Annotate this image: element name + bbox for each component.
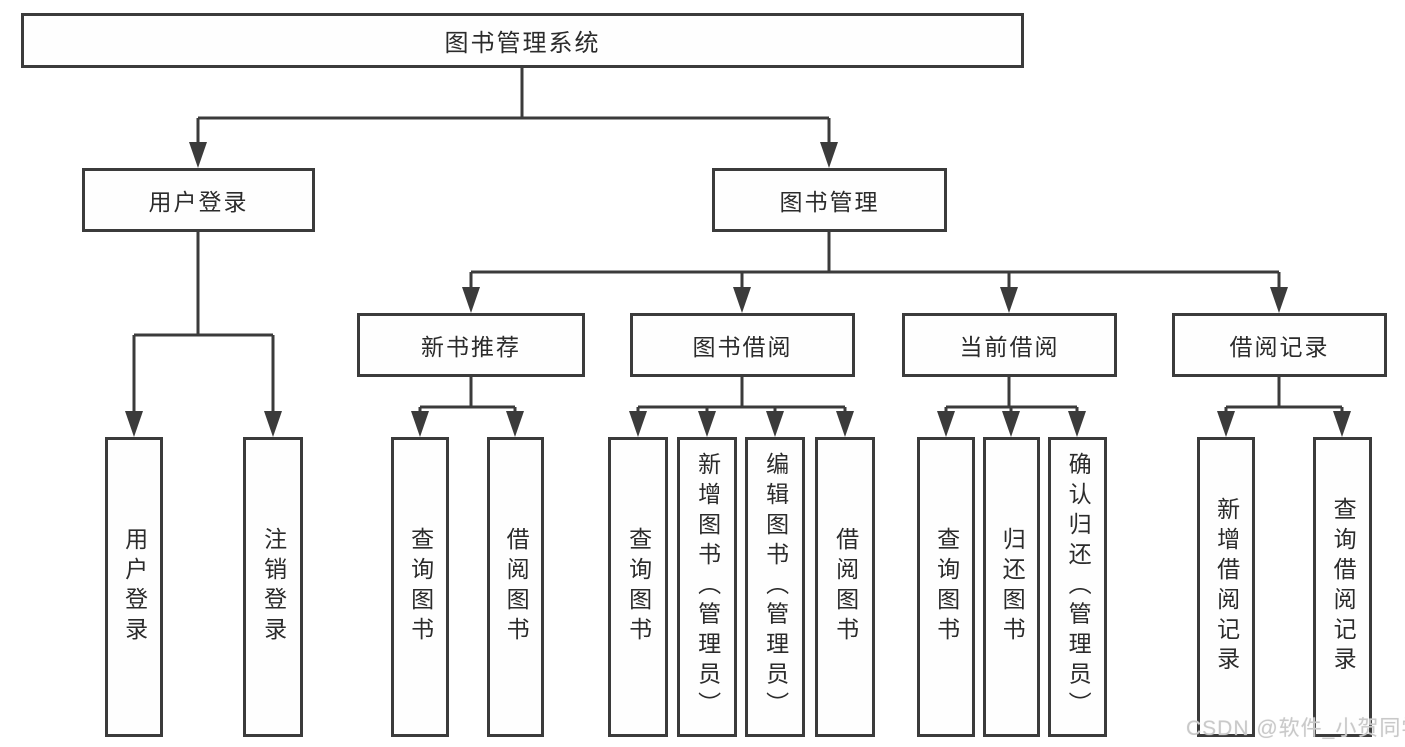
leaf-logout: 注销登录 (243, 437, 303, 737)
node-new-book-recommend: 新书推荐 (357, 313, 585, 377)
node-label: 用户登录 (148, 189, 249, 215)
node-label: 图书管理系统 (444, 30, 601, 57)
node-label: 借阅图书 (832, 527, 859, 647)
leaf-confirm-return-admin: 确认归还（管理员） (1048, 437, 1107, 737)
node-label: 新增图书（管理员） (694, 452, 721, 722)
node-label: 图书借阅 (692, 334, 793, 360)
leaf-borrow-books-recommend: 借阅图书 (487, 437, 544, 737)
node-label: 查询图书 (933, 527, 960, 647)
leaf-borrow-books-borrowing: 借阅图书 (815, 437, 875, 737)
leaf-query-books-current: 查询图书 (917, 437, 975, 737)
node-label: 注销登录 (260, 527, 287, 647)
node-current-borrowing: 当前借阅 (902, 313, 1117, 377)
connector-paths (132, 68, 1344, 413)
csdn-watermark: CSDN @软件_小贺同学 (1186, 717, 1405, 740)
node-label: 借阅图书 (503, 527, 530, 647)
node-label: 用户登录 (121, 527, 148, 647)
node-book-borrowing: 图书借阅 (630, 313, 855, 377)
leaf-return-book: 归还图书 (983, 437, 1040, 737)
leaf-user-login: 用户登录 (105, 437, 163, 737)
leaf-add-book-admin: 新增图书（管理员） (677, 437, 737, 737)
leaf-query-books-borrowing: 查询图书 (608, 437, 668, 737)
node-label: 当前借阅 (959, 334, 1060, 360)
node-label: 查询借阅记录 (1330, 497, 1357, 677)
node-user-login: 用户登录 (82, 168, 315, 232)
leaf-add-borrow-record: 新增借阅记录 (1197, 437, 1255, 737)
leaf-edit-book-admin: 编辑图书（管理员） (745, 437, 805, 737)
leaf-query-books-recommend: 查询图书 (391, 437, 449, 737)
node-label: 查询图书 (407, 527, 434, 647)
arrowhead-icons (125, 142, 1351, 437)
node-borrowing-records: 借阅记录 (1172, 313, 1387, 377)
node-label: 图书管理 (779, 189, 880, 215)
node-label: 借阅记录 (1229, 334, 1330, 360)
node-label: 新书推荐 (421, 334, 521, 360)
node-label: 归还图书 (999, 527, 1026, 647)
node-root-system: 图书管理系统 (21, 13, 1024, 68)
node-label: 编辑图书（管理员） (762, 452, 789, 722)
node-book-management: 图书管理 (712, 168, 947, 232)
node-label: 查询图书 (625, 527, 652, 647)
node-label: 确认归还（管理员） (1065, 452, 1092, 722)
node-label: 新增借阅记录 (1213, 497, 1240, 677)
leaf-query-borrow-record: 查询借阅记录 (1313, 437, 1372, 737)
